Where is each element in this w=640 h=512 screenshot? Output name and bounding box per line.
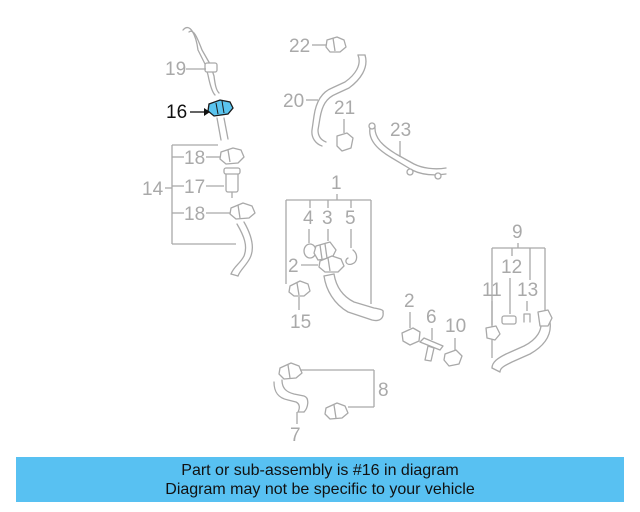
callout-13[interactable]: 13 [517, 280, 538, 301]
part-9-hose [491, 309, 553, 373]
part-1-hose [323, 273, 384, 322]
callout-7[interactable]: 7 [290, 425, 301, 446]
info-banner: Part or sub-assembly is #16 in diagram D… [16, 457, 624, 502]
group-14-bracket [165, 144, 236, 245]
banner-line-1: Part or sub-assembly is #16 in diagram [181, 462, 459, 479]
callout-18-lower[interactable]: 18 [184, 204, 205, 225]
callout-19[interactable]: 19 [165, 59, 186, 80]
callout-18-upper[interactable]: 18 [184, 148, 205, 169]
part-19-pipe [182, 26, 220, 96]
parts-diagram: 19 16 14 18 17 18 [142, 26, 553, 446]
callout-6[interactable]: 6 [426, 307, 437, 328]
part-13-hook [523, 313, 531, 323]
callout-10[interactable]: 10 [445, 316, 466, 337]
callout-15[interactable]: 15 [290, 312, 311, 333]
part-2-clamp-a [318, 255, 345, 273]
callout-20[interactable]: 20 [283, 91, 304, 112]
part-16-clamp-highlighted[interactable] [207, 99, 234, 117]
part-18-upper-clamp [219, 147, 245, 165]
callout-17[interactable]: 17 [184, 177, 205, 198]
callout-14[interactable]: 14 [142, 179, 164, 200]
part-18-lower-clamp [229, 202, 256, 220]
part-23-harness [368, 122, 447, 180]
callout-5[interactable]: 5 [345, 208, 356, 229]
group-8-bracket [300, 369, 375, 408]
callout-11[interactable]: 11 [482, 280, 502, 301]
part-6-tee [419, 337, 444, 362]
part-10-clamp [443, 349, 463, 367]
part-7-hose [273, 379, 309, 413]
callout-1[interactable]: 1 [331, 173, 342, 194]
callout-12[interactable]: 12 [501, 257, 522, 278]
callout-22[interactable]: 22 [289, 36, 310, 57]
banner-line-2: Diagram may not be specific to your vehi… [165, 481, 475, 498]
part-8-clamp-bottom [324, 402, 349, 420]
callout-3[interactable]: 3 [322, 208, 333, 229]
callout-4[interactable]: 4 [303, 208, 314, 229]
part-small-hose [216, 117, 229, 141]
part-21-clamp [336, 132, 354, 152]
leader-16-arrow [204, 108, 210, 116]
part-12-fitting [501, 315, 517, 325]
callout-21[interactable]: 21 [334, 98, 355, 119]
part-hose-group14 [230, 221, 254, 277]
callout-16[interactable]: 16 [166, 102, 187, 123]
callout-9[interactable]: 9 [512, 222, 523, 243]
part-22-clamp [325, 36, 347, 53]
part-2-clamp-b [401, 327, 421, 346]
callout-8[interactable]: 8 [378, 380, 389, 401]
part-15-clamp [288, 280, 311, 297]
callout-23[interactable]: 23 [390, 120, 411, 141]
part-5-hook [345, 249, 358, 266]
part-8-clamp-top [278, 362, 303, 380]
part-11-clamp [485, 325, 501, 341]
part-20-pipe [311, 54, 367, 147]
callout-2-b[interactable]: 2 [404, 291, 415, 312]
callout-2-a[interactable]: 2 [288, 256, 299, 277]
part-17-connector [223, 167, 241, 198]
group-1-bracket [285, 194, 372, 304]
